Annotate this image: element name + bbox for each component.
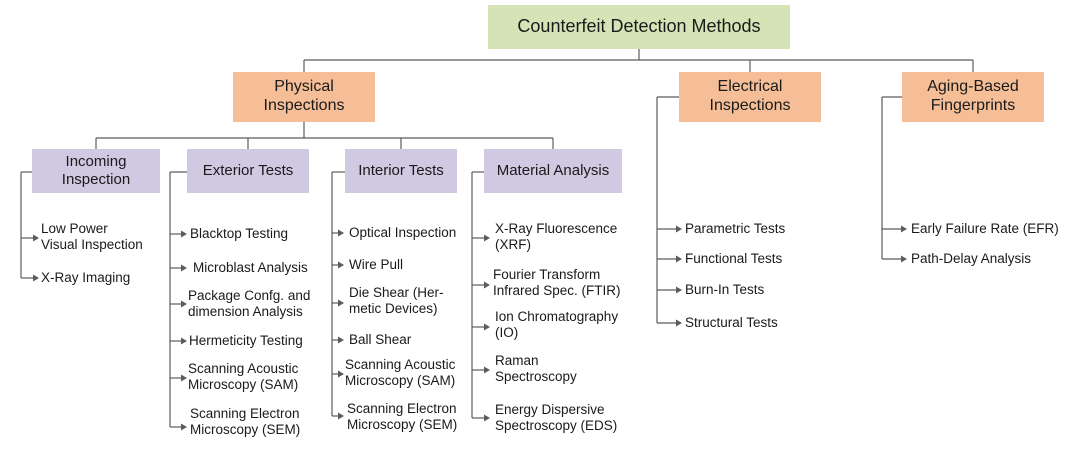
group-incoming-inspection: Incoming Inspection — [32, 149, 160, 193]
arrow-head-66 — [676, 319, 682, 327]
arrow-head-56 — [484, 414, 490, 422]
arrow-head-62 — [676, 255, 682, 263]
leaf-incoming-1: Low Power Visual Inspection — [41, 221, 143, 253]
arrow-head-14 — [33, 234, 39, 242]
leaf-electrical-4: Structural Tests — [685, 315, 778, 330]
leaf-material-4: Raman Spectroscopy — [495, 353, 577, 385]
arrow-head-42 — [338, 370, 344, 378]
leaf-exterior-4: Hermeticity Testing — [189, 333, 303, 348]
arrow-head-40 — [338, 336, 344, 344]
leaf-incoming-2: X-Ray Imaging — [41, 270, 131, 285]
leaf-exterior-3: Package Confg. and dimension Analysis — [188, 288, 311, 320]
arrow-head-36 — [338, 261, 344, 269]
leaf-exterior-2: Microblast Analysis — [193, 260, 308, 275]
leaf-interior-4: Ball Shear — [349, 332, 412, 347]
arrow-head-60 — [676, 225, 682, 233]
leaf-aging-1: Early Failure Rate (EFR) — [911, 221, 1059, 236]
leaf-exterior-6: Scanning Electron Microscopy (SEM) — [190, 406, 301, 438]
group-interior-tests: Interior Tests — [345, 149, 457, 193]
group-exterior-tests: Exterior Tests — [187, 149, 309, 193]
leaf-interior-6: Scanning Electron Microscopy (SEM) — [347, 401, 458, 433]
arrow-head-72 — [901, 255, 907, 263]
arrow-head-30 — [181, 423, 187, 431]
leaf-interior-2: Wire Pull — [349, 257, 404, 272]
leaf-material-3: Ion Chromatography (IO) — [495, 309, 619, 341]
arrow-head-70 — [901, 225, 907, 233]
leaf-material-1: X-Ray Fluorescence (XRF) — [495, 221, 618, 253]
category-physical-inspections: Physical Inspections — [233, 72, 375, 122]
leaf-material-5: Energy Dispersive Spectroscopy (EDS) — [495, 402, 618, 434]
leaf-exterior-5: Scanning Acoustic Microscopy (SAM) — [188, 361, 299, 393]
arrow-head-22 — [181, 264, 187, 272]
arrow-head-52 — [484, 323, 490, 331]
leaf-exterior-1: Blacktop Testing — [190, 226, 289, 241]
leaf-electrical-3: Burn-In Tests — [685, 282, 765, 297]
root-node: Counterfeit Detection Methods — [488, 5, 790, 49]
leaf-electrical-2: Functional Tests — [685, 251, 783, 266]
arrow-head-26 — [181, 337, 187, 345]
arrow-head-54 — [484, 366, 490, 374]
leaf-interior-3: Die Shear (Her- metic Devices) — [349, 285, 444, 317]
leaf-aging-2: Path-Delay Analysis — [911, 251, 1032, 266]
arrow-head-64 — [676, 286, 682, 294]
category-aging-based-fingerprints: Aging-Based Fingerprints — [902, 72, 1044, 122]
arrow-head-50 — [484, 281, 490, 289]
arrow-head-28 — [181, 374, 187, 382]
leaf-interior-1: Optical Inspection — [349, 225, 457, 240]
arrow-head-24 — [181, 300, 187, 308]
arrow-head-34 — [338, 229, 344, 237]
arrow-head-48 — [484, 234, 490, 242]
category-electrical-inspections: Electrical Inspections — [679, 72, 821, 122]
arrow-head-38 — [338, 299, 344, 307]
leaf-material-2: Fourier Transform Infrared Spec. (FTIR) — [493, 267, 621, 299]
arrow-head-44 — [338, 412, 344, 420]
arrow-head-20 — [181, 230, 187, 238]
leaf-interior-5: Scanning Acoustic Microscopy (SAM) — [345, 357, 456, 389]
group-material-analysis: Material Analysis — [484, 149, 622, 193]
arrow-head-16 — [33, 274, 39, 282]
leaf-electrical-1: Parametric Tests — [685, 221, 786, 236]
